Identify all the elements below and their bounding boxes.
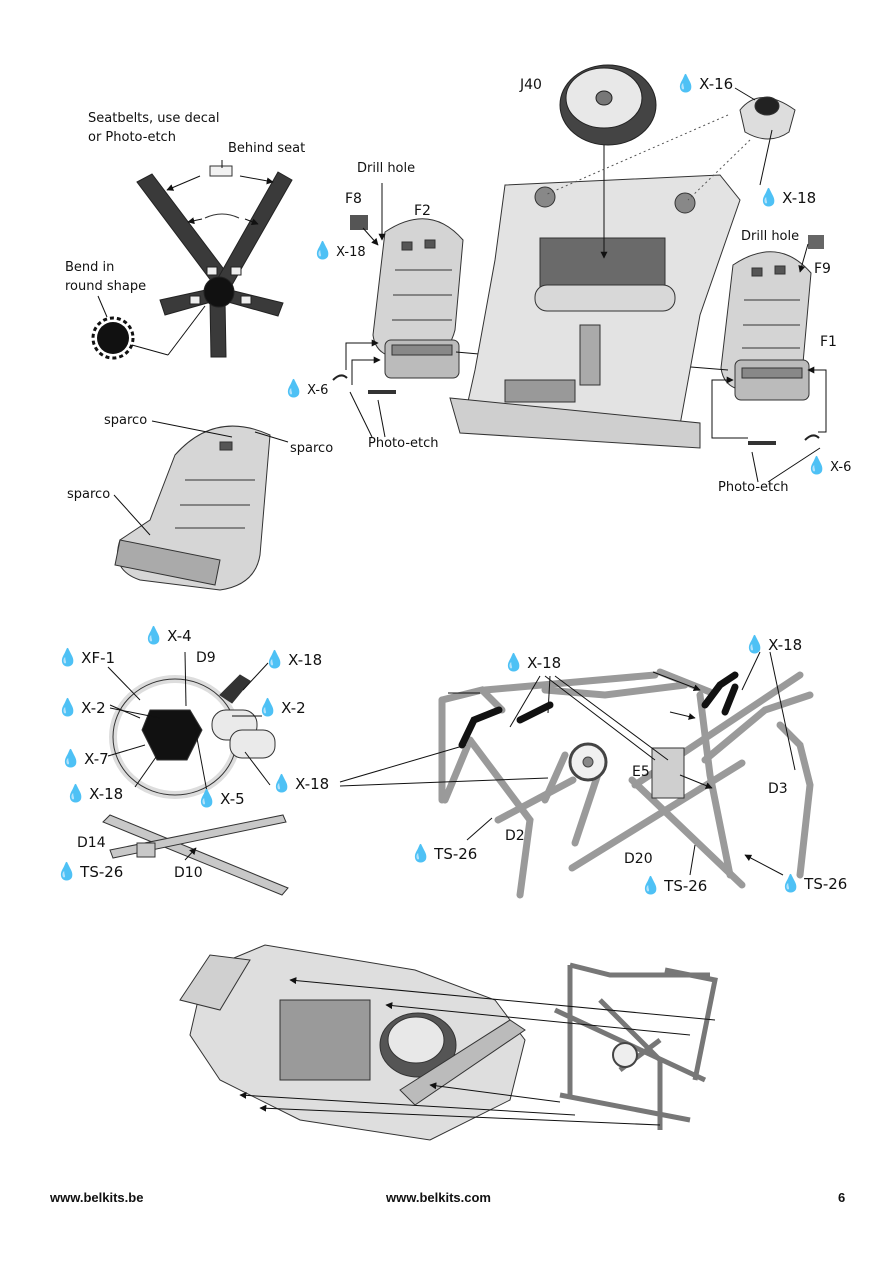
note-sparco-3: sparco — [67, 487, 111, 502]
part-d3: D3 — [768, 781, 788, 797]
note-sparco-1: sparco — [104, 413, 148, 428]
paint-xf1: 💧XF-1 — [57, 648, 116, 668]
round-buckle-detail — [91, 316, 135, 360]
paint-drop-icon: 💧 — [503, 653, 525, 673]
note-behind-seat: Behind seat — [228, 141, 306, 156]
part-f9: F9 — [814, 261, 831, 277]
paint-drop-icon: 💧 — [257, 698, 279, 718]
paint-x18-d9: 💧X-18 — [264, 650, 323, 670]
part-f1: F1 — [820, 334, 837, 350]
paint-x6-left: 💧X-6 — [283, 379, 329, 399]
paint-drop-icon: 💧 — [675, 74, 697, 94]
part-f9-shape — [808, 235, 824, 249]
footer-link-be[interactable]: www.belkits.be — [50, 1190, 144, 1205]
paint-drop-icon: 💧 — [410, 844, 432, 864]
note-photo-etch-right: Photo-etch — [718, 480, 789, 495]
part-e5: E5 — [632, 764, 650, 780]
paint-ts26-right: 💧TS-26 — [780, 874, 848, 894]
paint-x4: 💧X-4 — [143, 626, 192, 646]
note-drill-hole-left: Drill hole — [357, 161, 416, 176]
paint-drop-icon: 💧 — [640, 876, 662, 896]
note-photo-etch-left: Photo-etch — [368, 436, 439, 451]
paint-drop-icon: 💧 — [57, 698, 79, 718]
seat-f2 — [372, 218, 464, 379]
footer-link-com[interactable]: www.belkits.com — [386, 1190, 491, 1205]
note-seatbelts: Seatbelts, use decal — [88, 111, 220, 126]
seatbelt-harness — [136, 171, 293, 358]
part-d20: D20 — [624, 851, 653, 867]
paint-drop-icon: 💧 — [283, 379, 305, 399]
part-d14: D14 — [77, 835, 106, 851]
part-f8: F8 — [345, 191, 362, 207]
paint-drop-icon: 💧 — [312, 241, 334, 261]
paint-drop-icon: 💧 — [806, 456, 828, 476]
paint-x18-cage-right: 💧X-18 — [744, 635, 803, 655]
part-f8-shape — [350, 215, 368, 230]
spare-wheel-j40 — [559, 64, 657, 146]
part-e5-shape — [651, 747, 685, 799]
note-drill-hole-right: Drill hole — [741, 229, 800, 244]
paint-x2-right: 💧X-2 — [257, 698, 306, 718]
note-bend-line2: round shape — [65, 279, 147, 294]
paint-x18-wheel: 💧X-18 — [65, 784, 124, 804]
paint-x5: 💧X-5 — [196, 789, 245, 809]
page-number: 6 — [838, 1190, 846, 1205]
paint-drop-icon: 💧 — [271, 774, 293, 794]
paint-drop-icon: 💧 — [780, 874, 802, 894]
paint-drop-icon: 💧 — [758, 188, 780, 208]
part-f2: F2 — [414, 203, 431, 219]
sparco-seat — [114, 425, 271, 591]
part-j40: J40 — [520, 77, 542, 93]
note-sparco-2: sparco — [290, 441, 334, 456]
steering-wheel-assembly — [109, 674, 276, 799]
interior-tub — [449, 174, 741, 449]
seat-f1 — [720, 251, 812, 401]
paint-x2-left: 💧X-2 — [57, 698, 106, 718]
paint-x16: 💧X-16 — [675, 74, 734, 94]
paint-x18-f8: 💧X-18 — [312, 241, 366, 261]
note-seatbelts-line2: or Photo-etch — [88, 130, 176, 145]
note-bend-line1: Bend in — [65, 260, 115, 275]
part-d2: D2 — [505, 828, 525, 844]
paint-ts26-d2: 💧TS-26 — [410, 844, 478, 864]
body-shell-assembly — [179, 944, 526, 1141]
cage-steering-wheel — [568, 742, 608, 782]
paint-ts26-left: 💧TS-26 — [56, 862, 124, 882]
paint-ts26-d20: 💧TS-26 — [640, 876, 708, 896]
part-d10: D10 — [174, 865, 203, 881]
part-d9: D9 — [196, 650, 216, 666]
wheel-nut-x16 — [739, 96, 796, 140]
paint-drop-icon: 💧 — [744, 635, 766, 655]
paint-drop-icon: 💧 — [65, 784, 87, 804]
paint-x6-right: 💧X-6 — [806, 456, 852, 476]
paint-drop-icon: 💧 — [60, 749, 82, 769]
paint-drop-icon: 💧 — [143, 626, 165, 646]
paint-drop-icon: 💧 — [57, 648, 79, 668]
paint-x18-top: 💧X-18 — [758, 188, 817, 208]
paint-x18-column: 💧X-18 — [271, 774, 330, 794]
paint-drop-icon: 💧 — [56, 862, 78, 882]
paint-x7: 💧X-7 — [60, 749, 109, 769]
paint-x18-cage-mid: 💧X-18 — [503, 653, 562, 673]
cross-brace-d14-d10 — [102, 814, 289, 896]
paint-drop-icon: 💧 — [264, 650, 286, 670]
paint-drop-icon: 💧 — [196, 789, 218, 809]
